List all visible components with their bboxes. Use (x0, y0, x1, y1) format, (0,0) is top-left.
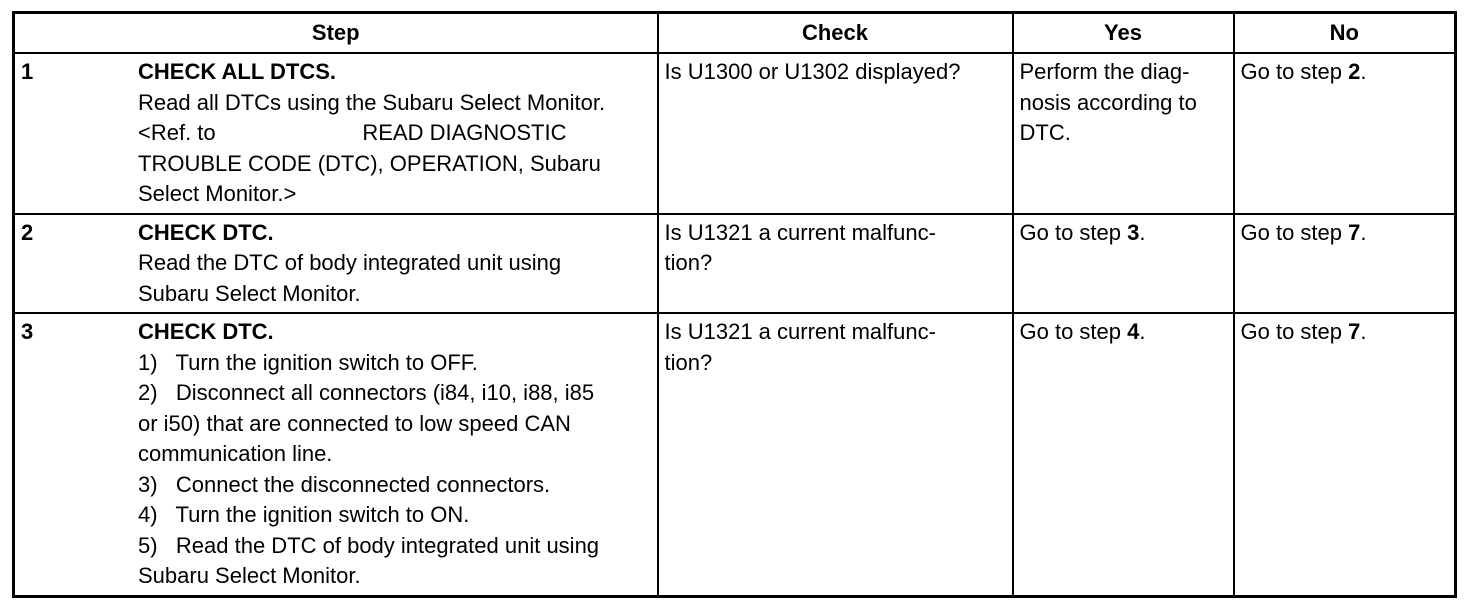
step-instructions: CHECK ALL DTCS. Read all DTCs using the … (132, 54, 657, 213)
step-cell: 3 CHECK DTC. 1) Turn the ignition switch… (12, 312, 659, 597)
check-cell: Is U1300 or U1302 displayed? (656, 52, 1014, 215)
step-text-line: Read all DTCs using the Subaru Select Mo… (138, 89, 606, 115)
table-row: 1 CHECK ALL DTCS. Read all DTCs using th… (12, 52, 1457, 215)
step-text-line: 2) Disconnect all connectors (i84, i10, … (138, 380, 595, 405)
step-number: 2 (21, 219, 34, 245)
step-text-line: Subaru Select Monitor. (138, 563, 361, 588)
check-text: Is U1321 a current malfunc- (664, 319, 936, 344)
header-yes: Yes (1011, 11, 1235, 54)
step-number: 1 (21, 59, 34, 84)
table-row: 2 CHECK DTC. Read the DTC of body integr… (12, 212, 1457, 314)
step-cell: 2 CHECK DTC. Read the DTC of body integr… (12, 212, 659, 314)
step-text-line: 1) Turn the ignition switch to OFF. (138, 349, 478, 375)
check-text: Is U1300 or U1302 displayed? (664, 59, 961, 84)
step-text-line: Select Monitor.> (138, 181, 297, 206)
step-title: CHECK ALL DTCS. (138, 59, 336, 84)
step-number: 3 (21, 319, 34, 344)
step-text-line: 3) Connect the disconnected connectors. (138, 471, 551, 497)
check-cell: Is U1321 a current malfunc- tion? (656, 312, 1014, 597)
no-cell: Go to step 2. (1232, 52, 1457, 215)
step-cell: 1 CHECK ALL DTCS. Read all DTCs using th… (12, 52, 659, 215)
no-text-suffix: . (1360, 59, 1367, 84)
yes-step-number: 4 (1127, 319, 1140, 344)
step-text-line: or i50) that are connected to low speed … (138, 410, 571, 436)
yes-text-suffix: . (1139, 319, 1146, 344)
step-title: CHECK DTC. (138, 319, 274, 344)
yes-text: DTC. (1019, 120, 1071, 145)
no-step-number: 7 (1348, 319, 1361, 344)
diagnostic-procedure-table: Step Check Yes No 1 CHECK ALL DTCS. Read… (12, 11, 1457, 598)
yes-cell: Go to step 3. (1011, 212, 1235, 314)
no-step-number: 7 (1348, 219, 1361, 245)
step-text-line: 5) Read the DTC of body integrated unit … (138, 532, 600, 558)
yes-text: nosis according to (1019, 89, 1197, 115)
yes-step-number: 3 (1127, 219, 1140, 245)
no-text-suffix: . (1360, 319, 1367, 344)
step-title: CHECK DTC. (138, 219, 274, 245)
yes-text: Perform the diag- (1019, 59, 1190, 84)
no-text: Go to step (1240, 59, 1349, 84)
step-instructions: CHECK DTC. Read the DTC of body integrat… (132, 215, 657, 313)
step-text-line: Read the DTC of body integrated unit usi… (138, 250, 562, 275)
check-text: tion? (664, 250, 713, 275)
step-text-line: 4) Turn the ignition switch to ON. (138, 502, 470, 527)
table-row: 3 CHECK DTC. 1) Turn the ignition switch… (12, 312, 1457, 597)
yes-text-suffix: . (1139, 219, 1146, 245)
yes-text: Go to step (1019, 219, 1128, 245)
no-text: Go to step (1240, 319, 1349, 344)
no-cell: Go to step 7. (1232, 212, 1457, 314)
no-text-suffix: . (1360, 219, 1367, 245)
header-no: No (1232, 11, 1457, 54)
no-step-number: 2 (1348, 59, 1361, 84)
step-text-line: Subaru Select Monitor. (138, 280, 361, 306)
check-text: tion? (664, 349, 713, 375)
yes-cell: Perform the diag- nosis according to DTC… (1011, 52, 1235, 215)
header-check: Check (656, 11, 1014, 54)
check-cell: Is U1321 a current malfunc- tion? (656, 212, 1014, 314)
step-text-line: <Ref. to READ DIAGNOSTIC (138, 120, 567, 145)
header-step: Step (12, 11, 659, 54)
no-cell: Go to step 7. (1232, 312, 1457, 597)
step-text-line: communication line. (138, 441, 333, 466)
step-instructions: CHECK DTC. 1) Turn the ignition switch t… (132, 314, 657, 595)
yes-cell: Go to step 4. (1011, 312, 1235, 597)
check-text: Is U1321 a current malfunc- (664, 219, 936, 245)
step-text-line: TROUBLE CODE (DTC), OPERATION, Subaru (138, 150, 601, 176)
yes-text: Go to step (1019, 319, 1128, 344)
header-row: Step Check Yes No (12, 11, 1457, 54)
no-text: Go to step (1240, 219, 1349, 245)
